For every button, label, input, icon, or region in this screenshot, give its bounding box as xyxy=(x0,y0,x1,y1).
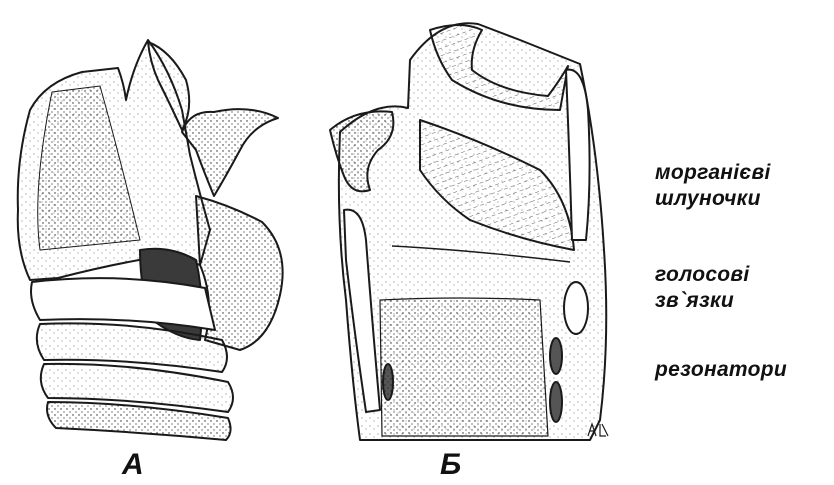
resonator-1 xyxy=(550,338,562,374)
resonator-2 xyxy=(550,382,562,422)
legend-resonators-line1: резонатори xyxy=(655,357,787,383)
panel-label-a: А xyxy=(122,450,144,480)
legend-resonators: резонатори xyxy=(655,357,787,383)
legend-vocal-cords: голосові зв`язки xyxy=(655,262,750,314)
legend-ventricles-line2: шлуночки xyxy=(655,186,771,212)
legend-ventricles-line1: морганієві xyxy=(655,160,771,186)
larynx-section-view xyxy=(330,23,606,440)
panel-label-b: Б xyxy=(440,450,461,480)
cricoid-ring xyxy=(31,278,215,330)
ventricle xyxy=(564,282,588,334)
larynx-external-view xyxy=(18,40,283,440)
legend-ventricles: морганієві шлуночки xyxy=(655,160,771,212)
tracheal-lumen xyxy=(380,298,548,436)
legend-vocal-cords-line2: зв`язки xyxy=(655,288,750,314)
legend-vocal-cords-line1: голосові xyxy=(655,262,750,288)
